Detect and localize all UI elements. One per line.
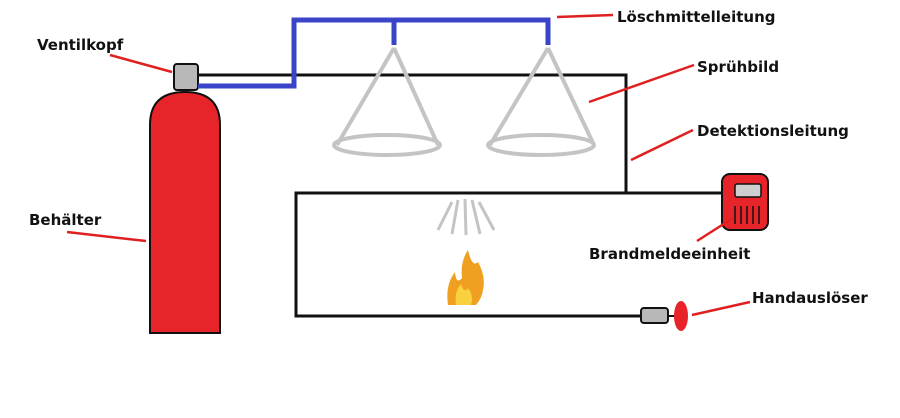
label-ventilkopf: Ventilkopf: [37, 36, 124, 54]
detection-line: [198, 73, 640, 318]
flame-icon: [447, 250, 484, 305]
leader-ventilkopf: [109, 53, 173, 74]
label-brandmeldeeinheit: Brandmeldeeinheit: [589, 245, 750, 263]
leader-lines: [66, 13, 751, 317]
label-behaelter: Behälter: [29, 211, 102, 229]
agent-pipe: [198, 17, 551, 89]
label-detektionsleitung: Detektionsleitung: [697, 122, 849, 140]
spray-burst: [436, 198, 496, 236]
leader-detektionsleitung: [630, 128, 694, 162]
valve-head: [173, 63, 199, 91]
manual-release-button: [674, 301, 688, 331]
label-loeschmittelleitung: Löschmittelleitung: [617, 8, 776, 26]
manual-release-connector: [640, 307, 669, 324]
label-spruehbild: Sprühbild: [697, 58, 779, 76]
leader-handausloeser: [691, 300, 751, 317]
manual-release: [640, 301, 688, 331]
leader-brandmeldeeinheit: [696, 216, 734, 243]
cylinder: [149, 63, 221, 334]
leader-behaelter: [66, 230, 147, 243]
leader-loeschmittelleitung: [556, 13, 614, 19]
spray-cone-left: [332, 46, 442, 157]
control-unit: [721, 173, 769, 231]
cylinder-body: [149, 90, 221, 334]
control-unit-display: [734, 183, 762, 198]
leader-spruehbild: [588, 63, 695, 104]
label-handausloeser: Handauslöser: [752, 289, 868, 307]
spray-cone-right: [486, 46, 596, 157]
